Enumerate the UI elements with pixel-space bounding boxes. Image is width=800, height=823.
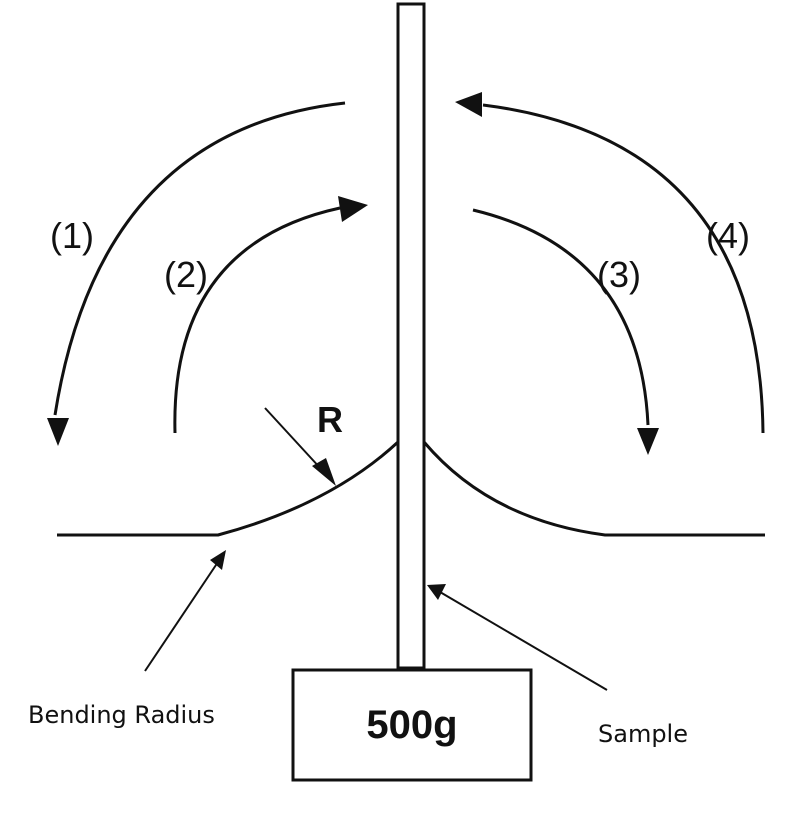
weight-block — [291, 668, 533, 782]
arc-step-1 — [53, 101, 346, 416]
bending-profile-left — [57, 440, 400, 537]
sample-strip — [396, 2, 426, 670]
sample-pointer-line — [439, 591, 608, 691]
arrow-head-step-1 — [47, 418, 69, 446]
step-3-label: (3) — [597, 254, 641, 295]
sample-label: Sample — [598, 720, 688, 748]
arc-step-2 — [173, 206, 341, 434]
arrow-head-step-3 — [637, 428, 659, 455]
arc-step-3 — [472, 208, 650, 426]
radius-arrow-head — [312, 458, 336, 486]
arc-step-4 — [482, 103, 765, 434]
bending-radius-pointer-line — [144, 561, 219, 672]
step-1-label: (1) — [50, 215, 94, 256]
bending-radius-pointer-head — [210, 550, 226, 570]
bending-profile-right — [422, 441, 765, 537]
weight-label: 500g — [366, 703, 457, 747]
radius-arrow-line — [264, 407, 323, 471]
arrow-head-step-2 — [338, 196, 368, 222]
sample-pointer-head — [427, 584, 446, 600]
radius-label: R — [317, 399, 343, 440]
bending-radius-label: Bending Radius — [28, 701, 215, 729]
step-2-label: (2) — [164, 254, 208, 295]
arrow-head-step-4 — [455, 92, 482, 117]
step-4-label: (4) — [706, 215, 750, 256]
